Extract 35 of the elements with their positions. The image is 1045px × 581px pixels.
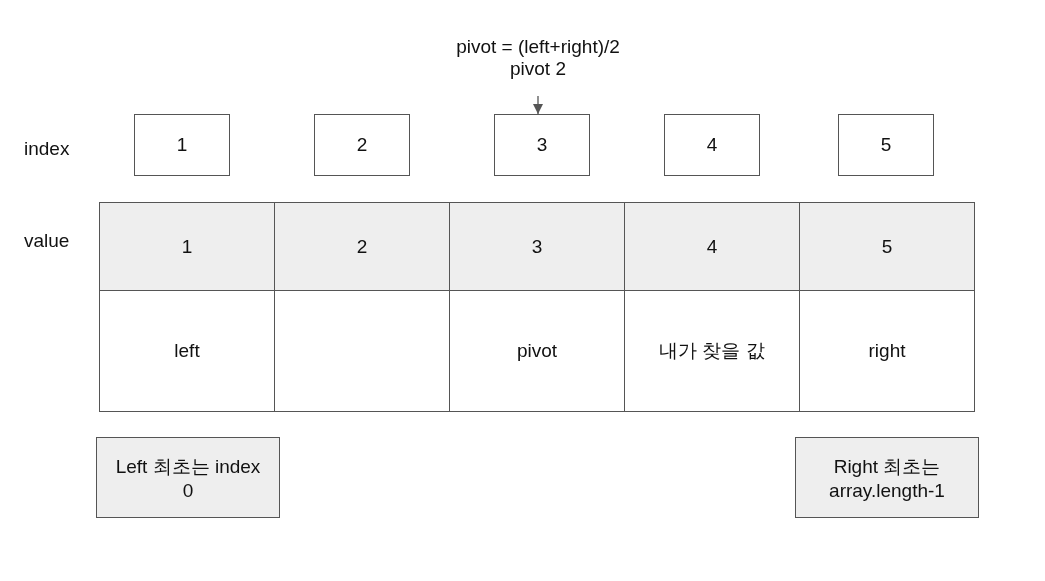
index-box bbox=[494, 114, 590, 176]
index-number: 5 bbox=[880, 134, 892, 156]
note-text: Left 최초는 index 0 bbox=[114, 454, 262, 502]
note-box bbox=[96, 437, 280, 518]
index-box bbox=[134, 114, 230, 176]
index-box bbox=[838, 114, 934, 176]
cell-value: 5 bbox=[881, 235, 893, 258]
note-text: Right 최초는 array.length-1 bbox=[828, 454, 946, 502]
index-number: 1 bbox=[176, 134, 188, 156]
table-cell bbox=[799, 290, 975, 412]
cell-text: right bbox=[868, 340, 906, 362]
value-cell bbox=[449, 202, 625, 291]
row-label: index bbox=[24, 138, 70, 160]
cell-value: 2 bbox=[356, 235, 368, 258]
index-number: 3 bbox=[536, 134, 548, 156]
row-label: value bbox=[24, 230, 70, 252]
index-number: 4 bbox=[706, 134, 718, 156]
value-cell bbox=[799, 202, 975, 291]
cell-text: left bbox=[174, 340, 200, 362]
value-cell bbox=[274, 202, 450, 291]
cell-text: 내가 찾을 값 bbox=[659, 339, 765, 363]
index-box bbox=[314, 114, 410, 176]
value-cell bbox=[99, 202, 275, 291]
table-cell bbox=[99, 290, 275, 412]
arrow bbox=[532, 95, 544, 115]
pivot-value-text: pivot 2 bbox=[510, 58, 566, 80]
cell-text: pivot bbox=[516, 340, 558, 362]
cell-value: 3 bbox=[531, 235, 543, 258]
index-box bbox=[664, 114, 760, 176]
cell-value: 1 bbox=[181, 235, 193, 258]
note-box bbox=[795, 437, 979, 518]
index-number: 2 bbox=[356, 134, 368, 156]
formula-text: pivot = (left+right)/2 bbox=[456, 36, 620, 58]
cell-value: 4 bbox=[706, 235, 718, 258]
value-cell bbox=[624, 202, 800, 291]
